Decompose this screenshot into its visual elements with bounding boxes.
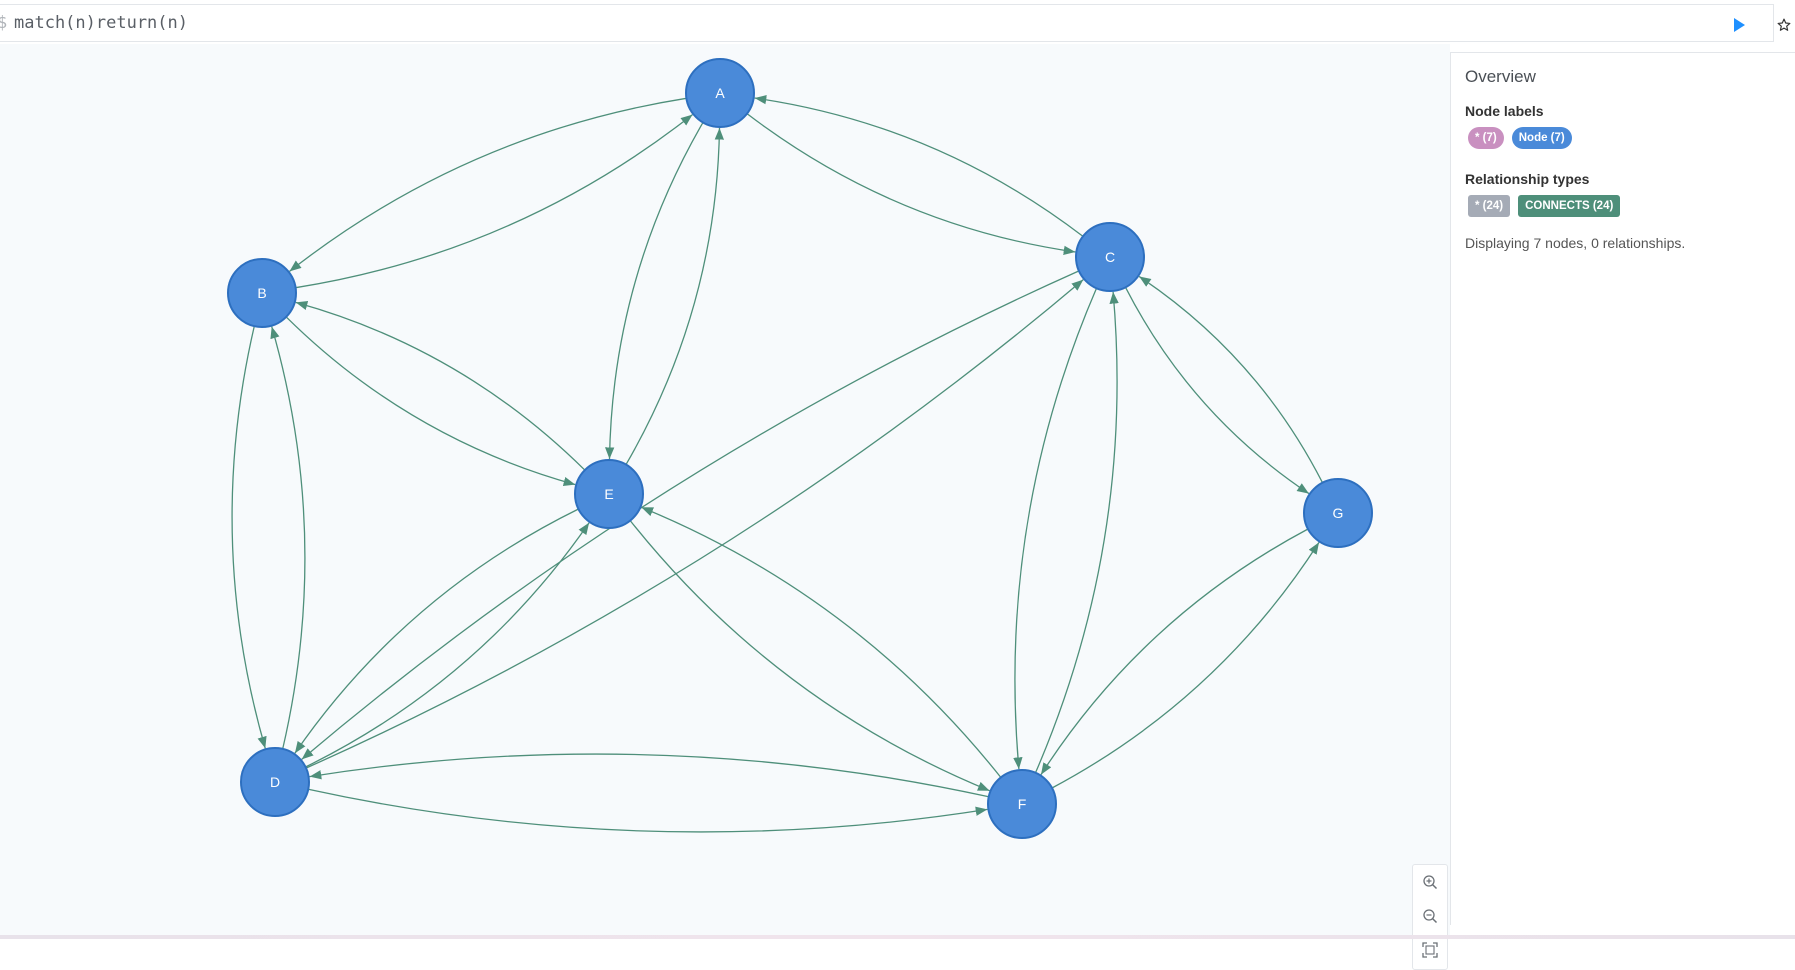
node-B[interactable]: B bbox=[227, 258, 297, 328]
edge-C-F[interactable] bbox=[1013, 287, 1098, 770]
relationship-chip-connects[interactable]: CONNECTS (24) bbox=[1518, 195, 1621, 217]
node-label-B: B bbox=[257, 285, 266, 301]
node-label-A: A bbox=[715, 85, 725, 101]
node-A[interactable]: A bbox=[685, 58, 755, 128]
node-label-C: C bbox=[1105, 249, 1115, 265]
node-E[interactable]: E bbox=[574, 459, 644, 529]
edge-D-F[interactable] bbox=[308, 788, 988, 833]
node-label-chip-node[interactable]: Node (7) bbox=[1511, 127, 1572, 149]
node-circle-F[interactable] bbox=[987, 769, 1057, 839]
edge-C-G[interactable] bbox=[1124, 287, 1310, 495]
edge-E-F[interactable] bbox=[629, 520, 990, 792]
zoom-controls bbox=[1412, 864, 1448, 970]
node-label-D: D bbox=[270, 774, 280, 790]
edge-C-A[interactable] bbox=[754, 95, 1084, 237]
edge-F-C[interactable] bbox=[1034, 291, 1119, 774]
edge-E-A[interactable] bbox=[625, 127, 724, 465]
edge-A-C[interactable] bbox=[746, 113, 1076, 255]
edge-D-E[interactable] bbox=[305, 522, 590, 768]
bottom-strip bbox=[0, 935, 1795, 939]
edge-E-B[interactable] bbox=[295, 301, 586, 471]
node-circle-D[interactable] bbox=[240, 747, 310, 817]
node-circle-C[interactable] bbox=[1075, 222, 1145, 292]
edge-A-E[interactable] bbox=[605, 122, 704, 460]
node-labels-list: * (7) Node (7) bbox=[1468, 127, 1781, 149]
favorite-button[interactable] bbox=[1774, 14, 1794, 36]
node-label-chip-all[interactable]: * (7) bbox=[1468, 127, 1504, 149]
run-button[interactable] bbox=[1728, 14, 1750, 36]
zoom-in-button[interactable] bbox=[1413, 865, 1447, 899]
zoom-in-icon bbox=[1423, 875, 1438, 890]
edge-C-D[interactable] bbox=[301, 270, 1080, 760]
play-icon bbox=[1734, 18, 1745, 32]
node-circle-B[interactable] bbox=[227, 258, 297, 328]
edge-E-D[interactable] bbox=[294, 508, 579, 754]
edge-F-G[interactable] bbox=[1051, 542, 1320, 789]
query-prompt: $ bbox=[0, 13, 8, 33]
node-circle-A[interactable] bbox=[685, 58, 755, 128]
edge-A-B[interactable] bbox=[289, 97, 687, 272]
node-F[interactable]: F bbox=[987, 769, 1057, 839]
edge-F-D[interactable] bbox=[309, 753, 989, 798]
edge-G-F[interactable] bbox=[1040, 528, 1309, 775]
node-circle-E[interactable] bbox=[574, 459, 644, 529]
node-C[interactable]: C bbox=[1075, 222, 1145, 292]
edge-G-C[interactable] bbox=[1138, 275, 1324, 483]
zoom-out-button[interactable] bbox=[1413, 899, 1447, 933]
edges-layer bbox=[231, 95, 1324, 833]
display-summary: Displaying 7 nodes, 0 relationships. bbox=[1465, 235, 1686, 251]
node-labels-title: Node labels bbox=[1465, 103, 1544, 119]
node-label-E: E bbox=[604, 486, 613, 502]
edge-B-A[interactable] bbox=[295, 114, 693, 289]
graph-svg[interactable]: A B C D E F G bbox=[0, 44, 1450, 935]
relationship-chip-all[interactable]: * (24) bbox=[1468, 195, 1511, 217]
edge-B-E[interactable] bbox=[285, 316, 576, 486]
star-icon bbox=[1777, 18, 1791, 31]
node-D[interactable]: D bbox=[240, 747, 310, 817]
node-circle-G[interactable] bbox=[1303, 478, 1373, 548]
overview-title: Overview bbox=[1465, 67, 1536, 86]
edge-B-D[interactable] bbox=[231, 325, 267, 749]
edge-D-C[interactable] bbox=[305, 279, 1084, 769]
graph-canvas[interactable]: A B C D E F G bbox=[0, 44, 1450, 970]
edge-F-E[interactable] bbox=[641, 506, 1002, 778]
node-label-F: F bbox=[1018, 796, 1027, 812]
node-label-G: G bbox=[1333, 505, 1344, 521]
edge-D-B[interactable] bbox=[270, 326, 306, 750]
fit-screen-icon bbox=[1422, 942, 1438, 958]
overview-panel: Overview Node labels * (7) Node (7) Rela… bbox=[1450, 52, 1795, 925]
relationship-types-list: * (24) CONNECTS (24) bbox=[1468, 195, 1781, 217]
relationship-types-title: Relationship types bbox=[1465, 171, 1590, 187]
query-input[interactable] bbox=[14, 11, 1714, 35]
nodes-layer: A B C D E F G bbox=[227, 58, 1373, 839]
zoom-out-icon bbox=[1423, 909, 1438, 924]
query-bar: $ bbox=[0, 4, 1791, 42]
node-G[interactable]: G bbox=[1303, 478, 1373, 548]
